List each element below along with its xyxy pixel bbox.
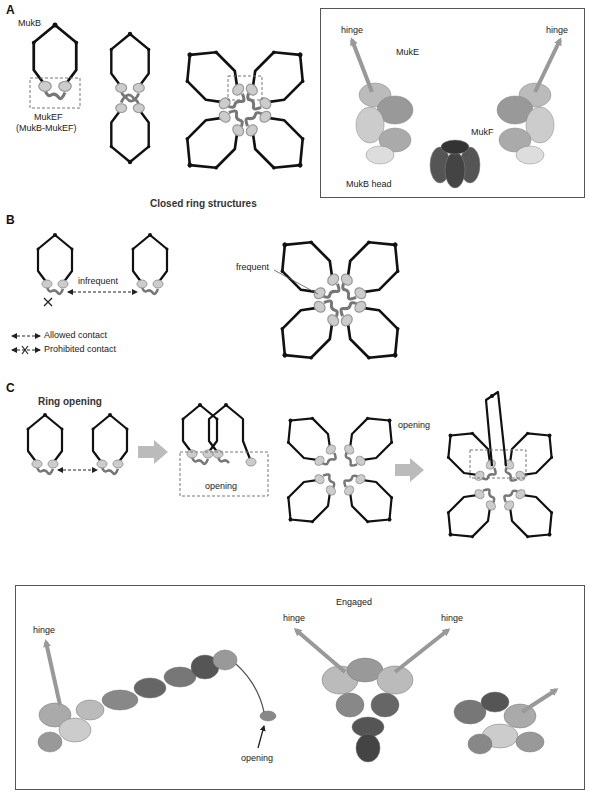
annotation-label: MukB (18, 18, 41, 28)
structure-label: MukF (471, 127, 494, 137)
annotation-label: MukEF (34, 112, 63, 122)
structure-label: Engaged (336, 597, 372, 607)
annotation-label: frequent (236, 262, 269, 272)
annotation-label: opening (205, 481, 237, 491)
annotation-label: opening (398, 420, 430, 430)
structure-label: hinge (546, 25, 568, 35)
panel-letter: B (6, 214, 15, 228)
inset-panel: hinge hingeMukE MukF MukB head (320, 8, 585, 198)
structure-label: hinge (341, 25, 363, 35)
annotation-label: (MukB-MukEF) (16, 123, 77, 133)
structure-label: hinge (441, 613, 463, 623)
legend-text: Allowed contact (44, 330, 107, 340)
inset-panel: hinge Engaged hinge hinge opening (15, 585, 585, 790)
structure-label: hinge (283, 613, 305, 623)
structure-label: MukB head (346, 179, 392, 189)
legend-text: Prohibited contact (44, 344, 116, 354)
annotation-label: Closed ring structures (150, 198, 257, 210)
annotation-label: infrequent (78, 276, 118, 286)
structure-label: opening (241, 753, 273, 763)
annotation-label: Ring opening (38, 396, 102, 408)
panel-letter: C (6, 382, 15, 396)
panel-letter: A (6, 4, 15, 18)
structure-label: MukE (396, 47, 419, 57)
structure-label: hinge (33, 625, 55, 635)
